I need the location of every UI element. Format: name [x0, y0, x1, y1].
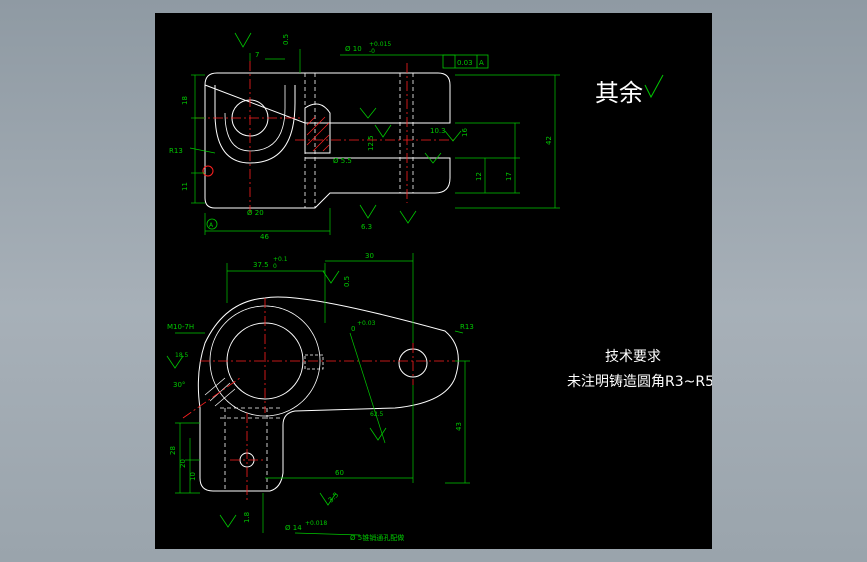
- geometric-tolerance-frame: [442, 54, 489, 69]
- dim-front-3: 0.5: [343, 276, 351, 287]
- dim-top-18: 6.3: [361, 223, 372, 231]
- front-view: 37.5 +0.1 0 30 0.5 0 +0.03 R13 M10-7H 18…: [166, 252, 474, 542]
- centerline: [182, 377, 241, 419]
- roughness-symbols-front: [166, 270, 387, 528]
- dim-front-4: 0: [351, 325, 355, 333]
- tech-req-title: 技术要求: [605, 349, 661, 365]
- dim-front-7: 18.5: [175, 352, 189, 359]
- front-view-slit: [304, 354, 324, 370]
- dim-front-9: 62.5: [370, 411, 384, 418]
- dim-top-15: 42: [545, 136, 553, 145]
- top-view: 0.5 7 Ø 10 +0.015 -0 0.03 A 18 R13 11 Ø …: [169, 32, 560, 241]
- dim-front-1: 37.5: [253, 261, 269, 269]
- top-view-hatch: [304, 103, 331, 154]
- dim-front-2: 30: [365, 252, 374, 260]
- top-view-outline: [204, 72, 451, 209]
- dim-top-3-tol2: -0: [369, 48, 375, 55]
- cad-viewport[interactable]: 0.5 7 Ø 10 +0.015 -0 0.03 A 18 R13 11 Ø …: [155, 13, 712, 549]
- dim-top-9: Ø 5.5: [333, 157, 352, 165]
- dim-top-5: A: [479, 59, 484, 67]
- roughness-note-symbol: [644, 74, 664, 99]
- front-view-dimension-lines: [175, 253, 470, 536]
- roughness-symbols: [234, 32, 462, 224]
- dim-front-8: 30°: [173, 381, 185, 389]
- dim-top-1: 0.5: [282, 34, 290, 45]
- datum-a-circle: [206, 218, 218, 230]
- dim-top-12: 16: [461, 128, 469, 137]
- dim-top-13: 12: [475, 172, 483, 181]
- dim-front-12: 20: [179, 459, 187, 468]
- dim-top-14: 17: [505, 172, 513, 181]
- roughness-note-label: 其余: [595, 79, 643, 107]
- dim-top-4: 0.03: [457, 59, 473, 67]
- dim-top-11: 10.3: [430, 127, 446, 135]
- dim-top-7: R13: [169, 147, 183, 155]
- dim-front-10: 43: [455, 422, 463, 431]
- dim-front-16-tol: +0.018: [305, 520, 327, 527]
- dim-front-4-tol: +0.03: [357, 320, 376, 327]
- dim-top-10: 12.5: [367, 135, 375, 151]
- dim-top-16: Ø 20: [247, 209, 264, 217]
- top-view-small-hole: [202, 165, 214, 177]
- dim-front-1-tol2: 0: [273, 263, 277, 270]
- dim-front-15: 1.8: [243, 512, 251, 523]
- dim-top-8: 11: [181, 182, 189, 191]
- dim-top-17: 46: [260, 233, 269, 241]
- tech-req-line1: 未注明铸造圆角R3~R5: [567, 374, 712, 390]
- mechanical-drawing: 0.5 7 Ø 10 +0.015 -0 0.03 A 18 R13 11 Ø …: [166, 32, 712, 542]
- dim-top-2: 7: [255, 51, 259, 59]
- dim-front-17: 3.5: [327, 491, 341, 505]
- top-view-fork-inner: [224, 85, 286, 152]
- dim-front-11: 28: [169, 446, 177, 455]
- dim-front-13: 10: [189, 472, 197, 481]
- dim-top-6: 18: [181, 96, 189, 105]
- front-view-outline: [197, 296, 459, 492]
- hatch-lines: [306, 116, 330, 152]
- top-view-dimension-lines: [189, 49, 560, 235]
- dim-top-19: A: [209, 222, 214, 229]
- dim-top-3: Ø 10: [345, 45, 362, 53]
- dim-front-16: Ø 14: [285, 524, 302, 532]
- dim-front-6: M10-7H: [167, 323, 194, 331]
- dim-front-5: R13: [460, 323, 474, 331]
- dim-front-18: Ø 5锥销通孔配做: [350, 533, 404, 542]
- top-view-fork-slot: [214, 85, 296, 164]
- dim-front-1-tol: +0.1: [273, 256, 288, 263]
- dim-top-3-tol: +0.015: [369, 41, 391, 48]
- dim-front-14: 60: [335, 469, 344, 477]
